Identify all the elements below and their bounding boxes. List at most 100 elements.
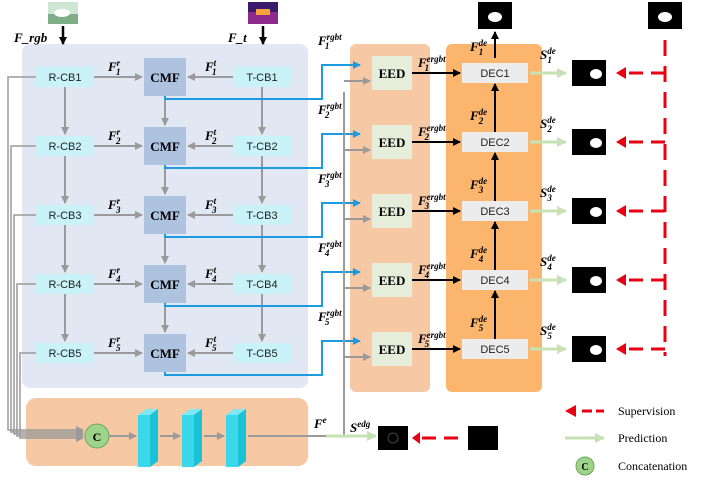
gt-top-thumbnail: [648, 2, 682, 29]
dec-box-5: [462, 339, 528, 359]
r-cb-label-4: R-CB4: [48, 279, 81, 291]
cmf-box-1: [144, 58, 186, 96]
r-cb-label-2: R-CB2: [48, 141, 81, 153]
legend-concatenation: Concatenation: [618, 459, 687, 473]
cmf-label-1: CMF: [150, 70, 180, 85]
r-cb-label-5: R-CB5: [48, 348, 81, 360]
rgb-input-label: F_rgb: [13, 30, 48, 45]
r-cb-box-5: [36, 343, 94, 363]
dec-label-5: DEC5: [480, 344, 509, 356]
dec-output-top-thumbnail: [478, 2, 512, 29]
eed-label-3: EED: [379, 204, 406, 219]
r-cb-label-1: R-CB1: [48, 72, 81, 84]
legend: Supervision Prediction C Concatenation: [565, 404, 687, 476]
cmf-box-5: [144, 334, 186, 372]
r-cb-box-1: [36, 67, 94, 87]
legend-prediction: Prediction: [618, 431, 667, 445]
cmf-to-eed-arrow-2: [164, 130, 361, 169]
dec-label-4: DEC4: [480, 275, 509, 287]
t-cb-label-5: T-CB5: [246, 348, 277, 360]
cmf-to-eed-arrow-3: [164, 199, 361, 238]
cmf-to-eed-arrow-1: [164, 61, 361, 100]
cmf-label-5: CMF: [150, 346, 180, 361]
dec-box-3: [462, 201, 528, 221]
t-cb-box-3: [233, 205, 291, 225]
r-cb-label-3: R-CB3: [48, 210, 81, 222]
eed-label-4: EED: [379, 273, 406, 288]
eed-label-2: EED: [379, 135, 406, 150]
dec-box-1: [462, 63, 528, 83]
t-cb-box-4: [233, 274, 291, 294]
dec-label-3: DEC3: [480, 206, 509, 218]
conv-block-1: [138, 409, 158, 467]
cmf-to-eed-arrow-4: [164, 268, 361, 307]
t-cb-label-3: T-CB3: [246, 210, 277, 222]
edge-branch: C Fe Sedg: [84, 92, 498, 467]
fe-label: Fe: [313, 415, 327, 431]
concat-symbol: C: [93, 430, 102, 444]
sedg-label: Sedg: [350, 419, 371, 435]
dec-box-2: [462, 132, 528, 152]
svg-text:C: C: [581, 462, 588, 473]
conv-block-3: [226, 409, 246, 467]
r-cb-box-4: [36, 274, 94, 294]
edge-gt-thumbnail: [468, 426, 498, 450]
eed-box-3: [372, 194, 412, 228]
sedg-output-thumbnail: [378, 426, 408, 450]
dec-box-4: [462, 270, 528, 290]
cmf-box-2: [144, 127, 186, 165]
eed-label-5: EED: [379, 342, 406, 357]
eed-box-2: [372, 125, 412, 159]
t-cb-box-2: [233, 136, 291, 156]
t-cb-label-1: T-CB1: [246, 72, 277, 84]
cmf-to-eed-arrow-5: [164, 337, 361, 376]
eed-box-5: [372, 332, 412, 366]
dec-label-1: DEC1: [480, 68, 509, 80]
conv-block-2: [182, 409, 202, 467]
legend-supervision: Supervision: [618, 404, 675, 418]
t-input-label: F_t: [227, 30, 247, 45]
t-cb-box-5: [233, 343, 291, 363]
rgb-input-thumbnail: [48, 2, 78, 24]
cmf-label-3: CMF: [150, 208, 180, 223]
dec-label-2: DEC2: [480, 137, 509, 149]
t-cb-label-4: T-CB4: [246, 279, 277, 291]
cmf-label-2: CMF: [150, 139, 180, 154]
cmf-label-4: CMF: [150, 277, 180, 292]
t-cb-box-1: [233, 67, 291, 87]
